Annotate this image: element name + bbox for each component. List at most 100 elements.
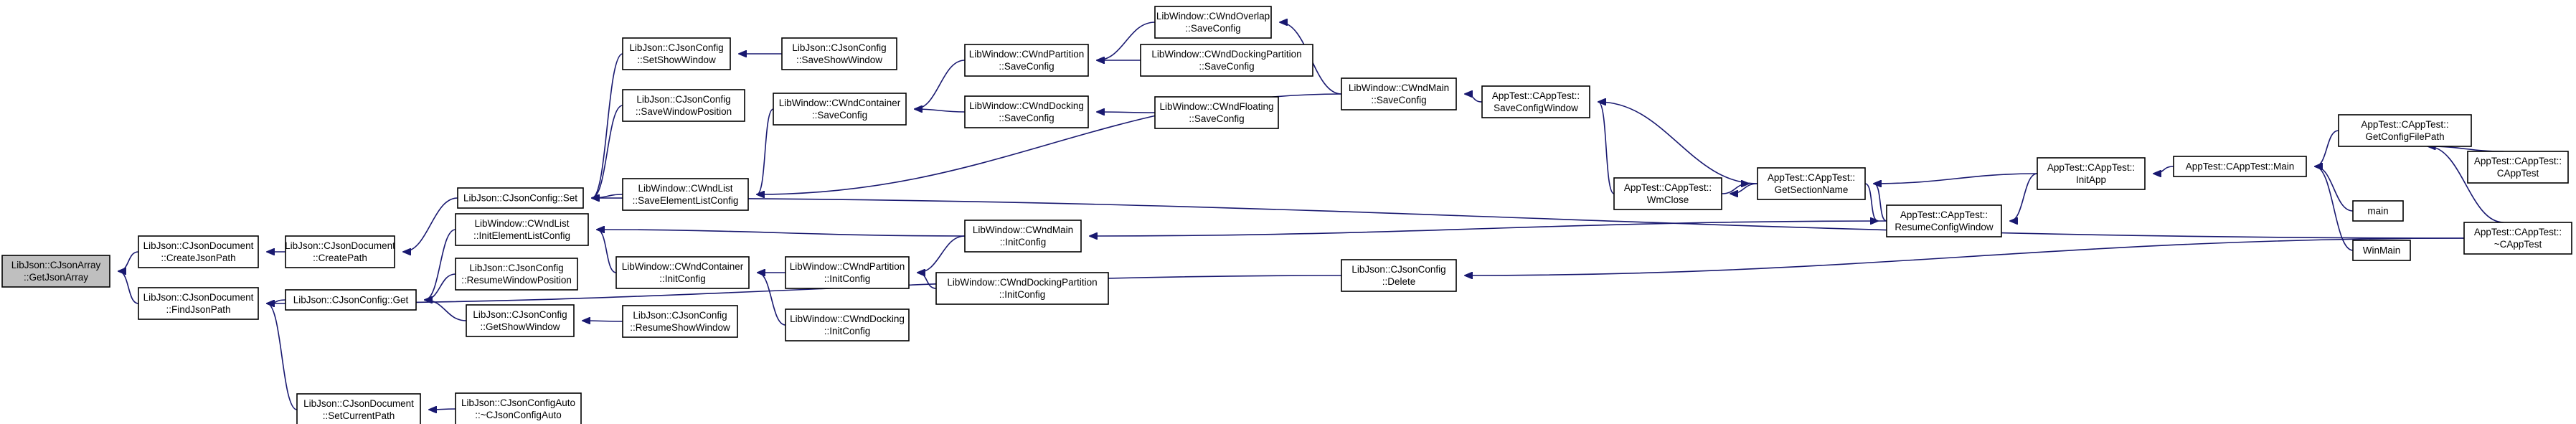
node-json-config-delete[interactable]: LibJson::CJsonConfig::Delete [1341,259,1457,292]
node-box [2463,222,2572,255]
node-floating-save-config[interactable]: LibWindow::CWndFloating::SaveConfig [1154,96,1279,129]
edge-docking_partition_init_config-calls-partition_init_config [917,273,937,289]
node-apptest-ctor[interactable]: AppTest::CAppTest::CAppTest [2467,151,2569,184]
node-get-json-array[interactable]: LibJson::CJsonArray::GetJsonArray [1,255,110,288]
node-box [2352,200,2404,222]
edge-get_section_name-calls-save_config_window [1598,102,1758,184]
edge-init_app-calls-get_section_name [1874,173,2038,184]
node-label: LibJson::CJsonConfig [629,42,723,53]
edge-wm_close-calls-save_config_window [1598,102,1615,194]
node-get-show-window[interactable]: LibJson::CJsonConfig::GetShowWindow [466,304,575,337]
node-box [455,258,578,291]
node-label: LibJson::CJsonConfig::Get [293,295,409,306]
edge-container_init_config-calls-init_element_list_config [597,230,617,273]
node-label: LibJson::CJsonArray [11,260,101,270]
node-box [455,213,589,246]
node-box [1140,44,1313,77]
edge-wm_close-calls-get_section_name [1721,184,1749,194]
node-resume-config-window[interactable]: AppTest::CAppTest::ResumeConfigWindow [1886,204,2002,237]
node-label: InitApp [2076,174,2106,185]
node-save-config-window[interactable]: AppTest::CAppTest::SaveConfigWindow [1481,85,1590,118]
node-set-current-path[interactable]: LibJson::CJsonDocument::SetCurrentPath [296,393,421,424]
node-box [296,393,421,424]
edge-apptest_ctor-calls-get_config_file_path [2428,146,2504,152]
node-label: ::InitConfig [1000,237,1047,248]
node-docking-init-config[interactable]: LibWindow::CWndDocking::InitConfig [785,308,910,341]
node-label: LibJson::CJsonConfig [633,310,727,321]
node-label: ::ResumeWindowPosition [461,275,572,286]
node-winmain[interactable]: WinMain [2352,240,2411,261]
node-container-save-config[interactable]: LibWindow::CWndContainer::SaveConfig [773,93,907,126]
node-partition-save-config[interactable]: LibWindow::CWndPartition::SaveConfig [964,44,1089,77]
edge-main_init_config-calls-partition_init_config [917,235,966,273]
node-docking-partition-init-config[interactable]: LibWindow::CWndDockingPartition::InitCon… [935,272,1109,305]
node-save-show-window[interactable]: LibJson::CJsonConfig::SaveShowWindow [781,37,897,70]
node-json-config-get[interactable]: LibJson::CJsonConfig::Get [285,289,417,311]
node-overlap-save-config[interactable]: LibWindow::CWndOverlap::SaveConfig [1154,6,1272,39]
node-main-init-config[interactable]: LibWindow::CWndMain::InitConfig [964,220,1082,253]
edge-find_json_path-calls-get_json_array [118,271,139,304]
node-box [622,178,749,211]
edge-save_config_window-calls-main_save_config [1465,94,1483,103]
node-wm-close[interactable]: AppTest::CAppTest::WmClose [1613,177,1722,210]
node-label: ::InitConfig [999,289,1046,300]
node-box [773,93,907,126]
node-box [457,187,584,209]
node-label: ::SaveConfig [1199,61,1254,72]
edge-get_section_name-calls-resume_config_window [1864,183,1878,221]
node-box [785,256,910,289]
node-label: ::SaveConfig [999,113,1054,123]
node-box [785,308,910,341]
node-resume-show-window[interactable]: LibJson::CJsonConfig::ResumeShowWindow [622,305,738,338]
node-init-app[interactable]: AppTest::CAppTest::InitApp [2037,157,2146,190]
node-label: LibWindow::CWndDocking [790,314,905,324]
node-label: LibWindow::CWndPartition [790,261,905,272]
edge-set_show_window-calls-json_config_set [592,53,623,198]
node-box [1,255,110,288]
edge-json_config_set-calls-create_path [403,197,458,252]
edge-resume_window_position-calls-json_config_get [425,273,456,300]
node-box [2338,114,2472,147]
node-box [1341,77,1457,110]
node-box [1154,96,1279,129]
node-docking-partition-save-config[interactable]: LibWindow::CWndDockingPartition::SaveCon… [1140,44,1313,77]
node-save-window-position[interactable]: LibJson::CJsonConfig::SaveWindowPosition [622,89,745,122]
edge-get_section_name-calls-wm_close [1730,183,1758,194]
node-label: LibWindow::CWndContainer [779,98,901,108]
node-create-json-path[interactable]: LibJson::CJsonDocument::CreateJsonPath [138,235,259,268]
node-create-path[interactable]: LibJson::CJsonDocument::CreatePath [285,235,395,268]
edge-get_config_file_path-calls-apptest_main [2315,130,2339,166]
node-json-config-set[interactable]: LibJson::CJsonConfig::Set [457,187,584,209]
node-set-show-window[interactable]: LibJson::CJsonConfig::SetShowWindow [622,37,731,70]
node-config-auto-dtor[interactable]: LibJson::CJsonConfigAuto::~CJsonConfigAu… [455,392,582,424]
node-docking-save-config[interactable]: LibWindow::CWndDocking::SaveConfig [964,95,1089,128]
node-box [1613,177,1722,210]
node-box [1886,204,2002,237]
node-label: LibWindow::CWndDocking [969,100,1084,111]
node-find-json-path[interactable]: LibJson::CJsonDocument::FindJsonPath [138,287,259,320]
node-label: LibJson::CJsonConfig [636,94,730,105]
edge-init_app-calls-resume_config_window [2010,173,2038,221]
node-init-element-list-config[interactable]: LibWindow::CWndList::InitElementListConf… [455,213,589,246]
node-resume-window-position[interactable]: LibJson::CJsonConfig::ResumeWindowPositi… [455,258,578,291]
node-label: AppTest::CAppTest:: [1624,182,1712,193]
node-container-init-config[interactable]: LibWindow::CWndContainer::InitConfig [615,256,750,289]
node-box [466,304,575,337]
node-label: LibWindow::CWndContainer [622,261,744,272]
node-get-config-file-path[interactable]: AppTest::CAppTest::GetConfigFilePath [2338,114,2472,147]
node-get-section-name[interactable]: AppTest::CAppTest::GetSectionName [1757,167,1866,200]
node-main-save-config[interactable]: LibWindow::CWndMain::SaveConfig [1341,77,1457,110]
node-save-element-list-config[interactable]: LibWindow::CWndList::SaveElementListConf… [622,178,749,211]
node-box [285,289,417,311]
node-label: CAppTest [2497,168,2539,179]
node-label: ::InitElementListConfig [473,230,570,241]
node-box [1341,259,1457,292]
node-apptest-dtor[interactable]: AppTest::CAppTest::~CAppTest [2463,222,2572,255]
node-main[interactable]: main [2352,200,2404,222]
node-partition-init-config[interactable]: LibWindow::CWndPartition::InitConfig [785,256,910,289]
node-apptest-main[interactable]: AppTest::CAppTest::Main [2173,156,2307,177]
node-box [2173,156,2307,177]
node-label: LibJson::CJsonConfig [792,42,886,53]
edge-winmain-calls-apptest_main [2315,166,2354,251]
